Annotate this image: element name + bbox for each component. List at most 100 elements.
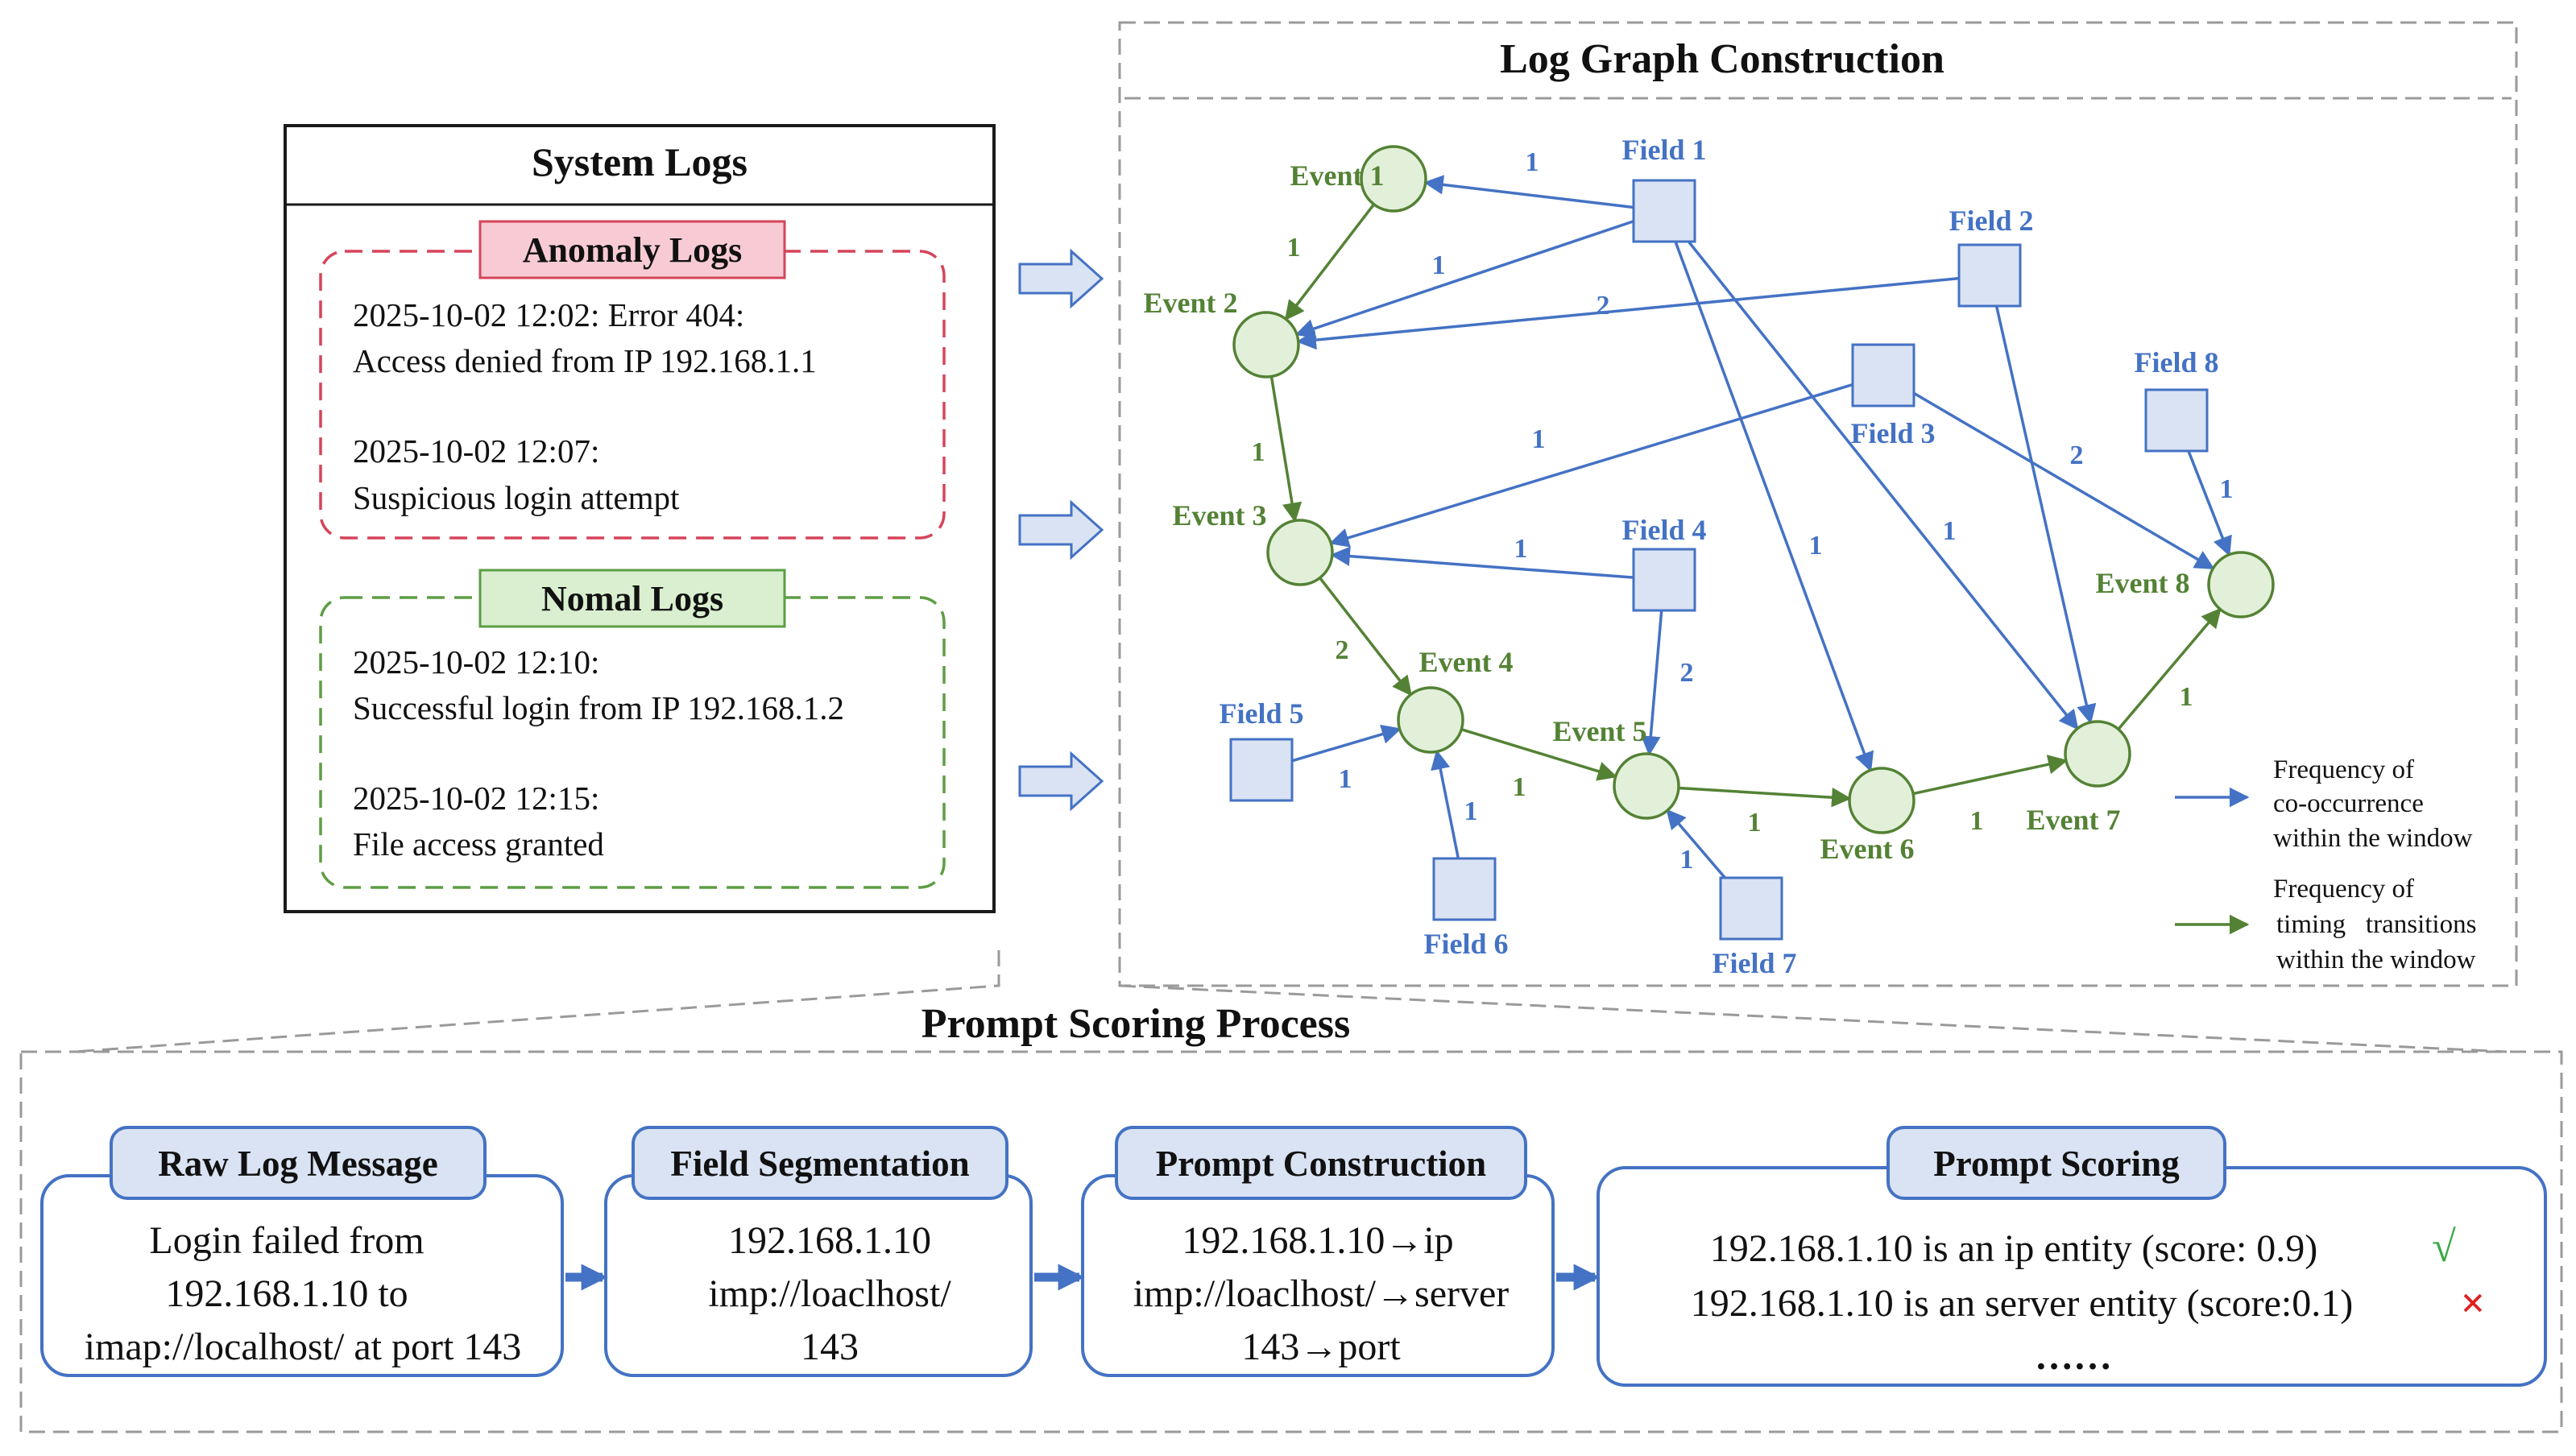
timing-transition-edge [1460,728,1618,781]
stage-field-seg-line: 143 [801,1326,859,1368]
edge-weight-label: 2 [1336,635,1349,665]
block-arrow-icon [1018,751,1104,812]
cooccurrence-edge [1294,220,1634,338]
normal-log-line: 2025-10-02 12:10: [353,643,599,680]
check-icon: √ [2432,1222,2456,1271]
stage-prompt-con-line: 192.168.1.10→ip [1182,1219,1453,1262]
edge-weight-label: 1 [1252,437,1265,467]
edge-weight-label: 1 [1526,147,1539,177]
system-logs-panel: System Logs Anomaly Logs 2025-10-02 12:0… [284,124,996,913]
normal-log-line: File access granted [353,825,604,862]
field-node-label: Field 8 [2135,346,2219,378]
event-node-4 [1397,686,1464,754]
stage-prompt-con-badge [1115,1126,1527,1200]
cooccurrence-edge [1328,383,1853,548]
timing-transition-edge [1269,376,1302,523]
normal-log-line: 2025-10-02 12:15: [353,780,599,817]
edge-weight-label: 2 [1680,658,1694,688]
cooccurrence-edge [1291,724,1402,763]
edge-weight-label: 2 [1597,291,1610,321]
event-node-6 [1848,767,1915,834]
cooccurrence-edge [1687,240,2079,730]
timing-transition-edge [2117,607,2222,730]
stage-field-seg-title: Field Segmentation [670,1144,969,1184]
cooccurrence-edge [1330,546,1634,579]
stage-raw-log-line: imap://localhost/ at port 143 [85,1326,522,1368]
stage-prompt-score-title: Prompt Scoring [1933,1144,2180,1184]
event-node-label: Event 8 [2096,567,2190,599]
event-node-1 [1360,145,1427,213]
edge-weight-label: 1 [1464,796,1478,826]
anomaly-log-line: Suspicious login attempt [353,479,680,516]
event-node-label: Event 5 [1553,715,1647,747]
field-node-label: Field 2 [1949,205,2034,237]
timing-transition-edge [1678,786,1852,808]
stage-raw-log-line: 192.168.1.10 to [165,1272,408,1315]
field-node-4 [1632,548,1696,612]
event-node-3 [1266,519,1334,586]
field-node-8 [2144,388,2209,453]
edge-weight-label: 1 [1339,764,1352,794]
edge-weight-label: 1 [1970,806,1984,836]
legend-cooccurrence-text: within the window [2273,824,2473,853]
normal-logs-title: Nomal Logs [541,579,723,618]
edge-weight-label: 1 [1514,534,1528,564]
anomaly-logs-badge [478,220,786,279]
system-logs-title: System Logs [532,139,748,184]
edge-weight-label: 1 [1943,516,1957,546]
legend-cooccurrence-text: Frequency of [2273,755,2414,784]
edge-weight-label: 1 [1748,808,1762,838]
stage-prompt-con-line: 143→port [1241,1326,1401,1368]
stage-prompt-score-badge [1886,1126,2226,1200]
log-graph-panel: Log Graph Construction [1118,21,2518,987]
event-node-label: Event 1 [1290,159,1385,192]
graph-legend: Frequency of co-occurrence within the wi… [2175,755,2476,974]
event-node-label: Event 4 [1419,646,1514,678]
legend-timing-text: within the window [2276,945,2476,974]
edge-weight-label: 1 [1287,233,1301,263]
field-node-label: Field 5 [1220,697,1304,730]
event-node-label: Event 3 [1173,499,1267,532]
stage-prompt-con-title: Prompt Construction [1156,1144,1486,1184]
stage-prompt-score-line: 192.168.1.10 is an ip entity (score: 0.9… [1710,1227,2318,1270]
event-node-label: Event 6 [1820,833,1915,865]
edge-weight-label: 1 [1809,531,1823,560]
field-node-label: Field 1 [1622,134,1707,166]
stage-field-seg-line: imp://loaclhost/ [708,1272,951,1315]
cooccurrence-edge [1674,241,1874,772]
field-node-label: Field 6 [1424,928,1509,960]
edge-weight-label: 1 [2180,682,2193,712]
cooccurrence-edge [1666,809,1726,879]
cooccurrence-edge [1994,305,2097,725]
cooccurrence-edge [1423,175,1634,209]
field-node-label: Field 7 [1713,947,1797,979]
anomaly-log-line: 2025-10-02 12:02: Error 404: [353,296,744,333]
prompt-scoring-panel: Prompt Scoring Process Raw Log Message L… [19,950,2563,1433]
graph-title: Log Graph Construction [1500,36,1944,82]
anomaly-logs-title: Anomaly Logs [523,230,743,270]
normal-log-line: Successful login from IP 192.168.1.2 [353,689,844,726]
event-node-5 [1613,752,1680,820]
stage-field-seg-line: 192.168.1.10 [728,1219,931,1262]
stage-raw-log-title: Raw Log Message [158,1144,437,1184]
timing-transition-edge [1319,577,1412,697]
edge-weight-label: 1 [1680,845,1694,875]
timing-transition-edge [1912,755,2069,796]
cross-icon: × [2461,1279,2486,1327]
stage-raw-log-badge [110,1126,487,1200]
stage-prompt-con-line: imp://loaclhost/→server [1133,1272,1510,1315]
block-arrow-icon [1018,248,1104,309]
timing-transition-edge [1284,203,1376,321]
normal-logs-badge [478,569,786,628]
cooccurrence-edge [1913,391,2215,570]
edge-weight-label: 2 [2070,441,2084,470]
cooccurrence-edge [1431,749,1460,859]
field-node-label: Field 4 [1622,514,1707,546]
field-node-7 [1719,876,1783,941]
field-node-6 [1432,857,1497,921]
cooccurrence-edge [1641,610,1663,756]
edge-weight-label: 1 [1513,772,1526,802]
field-node-1 [1632,179,1696,243]
